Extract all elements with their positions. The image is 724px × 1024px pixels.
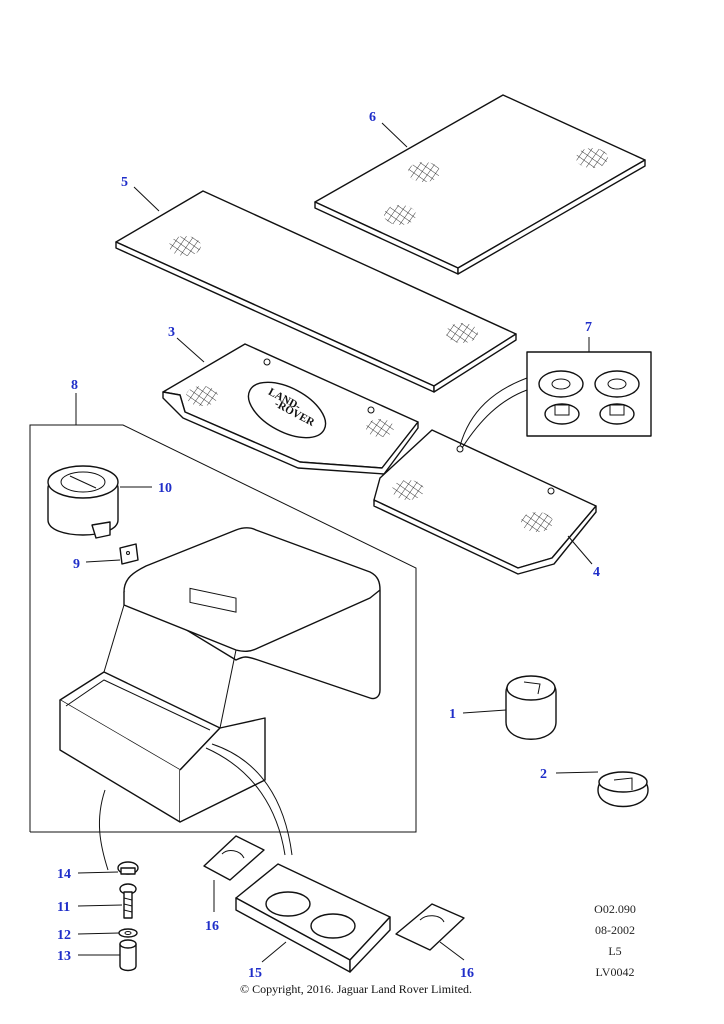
bush-13: [119, 943, 137, 972]
callout-15: 15: [248, 966, 262, 981]
mat-4: [373, 429, 597, 575]
fastener-stack: [117, 861, 139, 972]
clip-9: [119, 543, 139, 565]
callout-2: 2: [540, 767, 547, 782]
reference-info: O02.090 08-2002 L5 LV0042: [594, 902, 636, 979]
cup-holder-15: [235, 863, 391, 973]
callout-7: 7: [585, 320, 592, 335]
ref-date: 08-2002: [595, 923, 635, 937]
ref-id: LV0042: [596, 965, 635, 979]
callout-6: 6: [369, 110, 376, 125]
ref-model: L5: [608, 944, 621, 958]
callout-10: 10: [158, 481, 172, 496]
callout-8: 8: [71, 378, 78, 393]
insert-16-left: [203, 835, 265, 881]
callout-11: 11: [57, 900, 70, 915]
callout-4: 4: [593, 565, 600, 580]
callout-5: 5: [121, 175, 128, 190]
mat-5: [115, 190, 517, 393]
latch-10: [47, 465, 119, 539]
callout-16-left: 16: [205, 919, 219, 934]
ref-code: O02.090: [594, 902, 636, 916]
leader-lines: [77, 122, 599, 963]
callout-numbers: 1 2 3 4 5 6 7 8 9 10 11 12 13 14 15 16 1…: [57, 110, 600, 981]
washer-12: [118, 928, 138, 938]
knob-1: [505, 675, 557, 740]
callout-16-right: 16: [460, 966, 474, 981]
mat-6: [314, 94, 646, 275]
console-assembly-8: [29, 393, 417, 833]
insert-16-right: [395, 903, 465, 951]
land-rover-logo: LAND- -ROVER: [247, 381, 327, 439]
callout-9: 9: [73, 557, 80, 572]
callout-3: 3: [168, 325, 175, 340]
callout-12: 12: [57, 928, 71, 943]
console-box: [59, 527, 381, 871]
callout-13: 13: [57, 949, 71, 964]
mat-3: LAND- -ROVER: [162, 343, 419, 475]
fastener-kit-7: [459, 351, 652, 449]
callout-1: 1: [449, 707, 456, 722]
copyright-notice: © Copyright, 2016. Jaguar Land Rover Lim…: [240, 982, 472, 996]
knob-2: [597, 771, 649, 808]
callout-14: 14: [57, 867, 71, 882]
